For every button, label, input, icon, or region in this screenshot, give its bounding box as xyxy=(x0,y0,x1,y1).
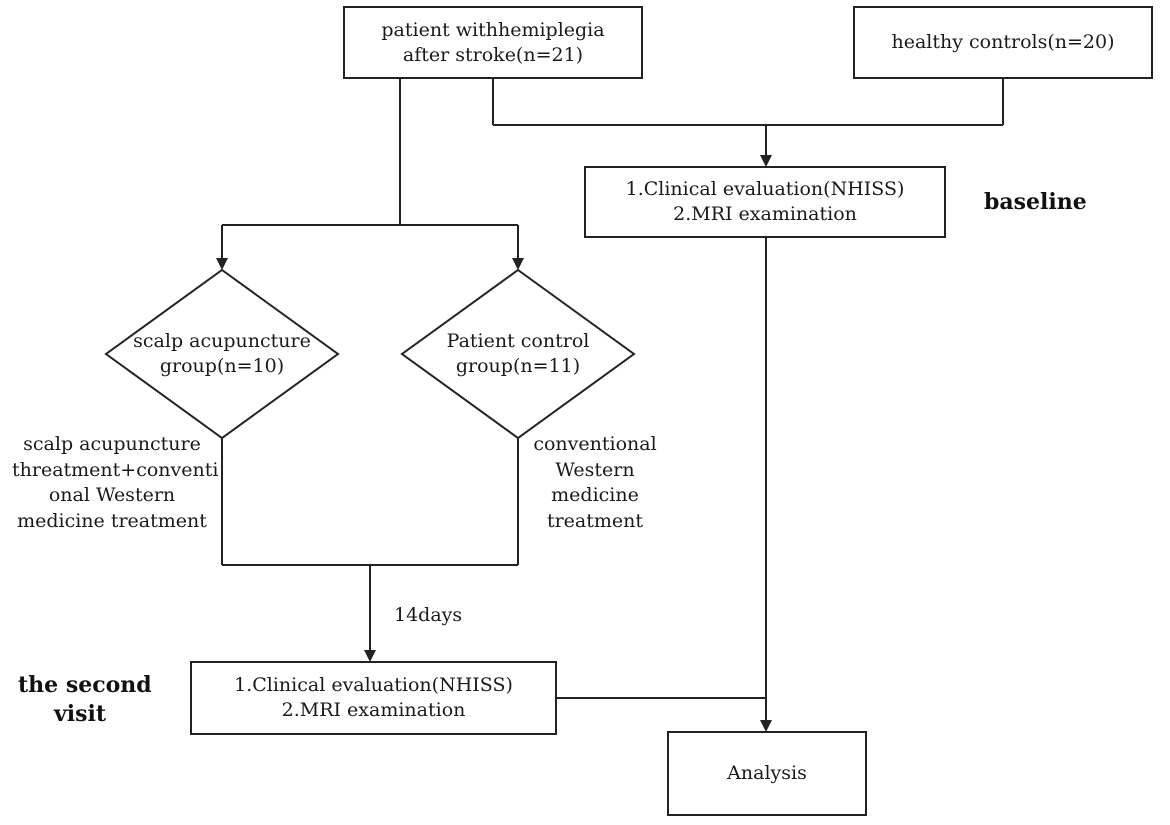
scalp-group-line-2: group(n=10) xyxy=(159,355,285,377)
control-group-label: Patient control group(n=11) xyxy=(412,322,624,386)
second-visit-line-2: visit xyxy=(54,700,107,727)
control-treatment-line-3: medicine xyxy=(551,484,639,507)
patient-box: patient withhemiplegia after stroke(n=21… xyxy=(343,6,643,79)
second-eval-line-2: 2.MRI examination xyxy=(281,699,466,721)
healthy-controls-label: healthy controls(n=20) xyxy=(891,31,1115,54)
baseline-eval-line-2: 2.MRI examination xyxy=(673,203,857,225)
baseline-eval-line-1: 1.Clinical evaluation(NHISS) xyxy=(625,178,905,201)
scalp-treatment-line-2: threatment+conventi xyxy=(12,458,219,481)
analysis-box: Analysis xyxy=(667,731,867,816)
second-eval-line-1: 1.Clinical evaluation(NHISS) xyxy=(234,674,513,697)
control-treatment-label: conventional Western medicine treatment xyxy=(525,432,665,535)
baseline-evaluation-box: 1.Clinical evaluation(NHISS) 2.MRI exami… xyxy=(584,166,946,238)
scalp-group-label: scalp acupuncture group(n=10) xyxy=(116,322,328,386)
scalp-group-diamond xyxy=(104,268,340,440)
second-visit-line-1: the second xyxy=(18,672,152,698)
control-treatment-line-1: conventional xyxy=(533,433,657,455)
scalp-treatment-line-1: scalp acupuncture xyxy=(23,433,201,455)
patient-box-label: patient withhemiplegia after stroke(n=21… xyxy=(381,18,605,66)
analysis-label: Analysis xyxy=(727,762,807,785)
control-treatment-line-4: treatment xyxy=(546,509,644,532)
control-group-diamond xyxy=(400,268,636,440)
second-evaluation-box: 1.Clinical evaluation(NHISS) 2.MRI exami… xyxy=(190,661,557,735)
control-group-line-1: Patient control xyxy=(446,330,590,353)
scalp-treatment-line-3: onal Western xyxy=(48,484,176,507)
second-visit-stage-label: the second visit xyxy=(18,671,152,728)
baseline-stage-label: baseline xyxy=(984,189,1087,215)
control-group-line-2: group(n=11) xyxy=(455,355,581,377)
duration-label: 14days xyxy=(394,604,463,626)
healthy-controls-box: healthy controls(n=20) xyxy=(853,6,1153,79)
scalp-treatment-line-4: medicine treatment xyxy=(17,509,207,532)
scalp-group-line-1: scalp acupuncture xyxy=(133,330,311,353)
scalp-treatment-label: scalp acupuncture threatment+conventi on… xyxy=(12,432,219,535)
control-treatment-line-2: Western xyxy=(555,458,635,481)
